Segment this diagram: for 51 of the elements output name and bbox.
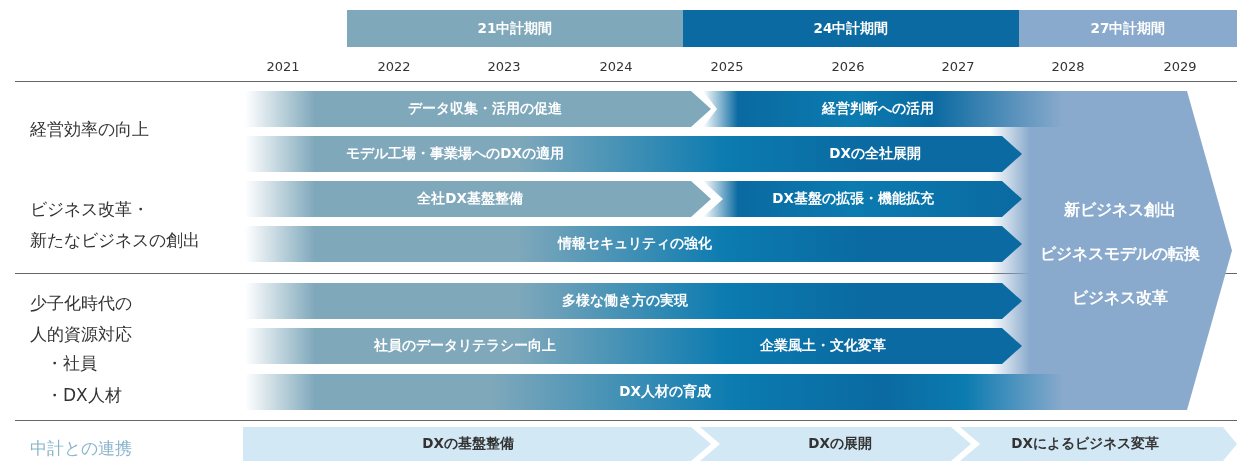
year-label: 2026: [831, 59, 865, 74]
phase-band: [700, 427, 971, 461]
year-label: 2021: [266, 59, 300, 74]
row-heading: 新たなビジネスの創出: [30, 229, 200, 252]
initiative-label: 経営判断への活用: [822, 100, 934, 118]
goal-label: ビジネス改革: [1072, 287, 1168, 309]
row-heading: 経営効率の向上: [30, 118, 149, 141]
goal-label: 新ビジネス創出: [1064, 199, 1176, 221]
period-band: [347, 10, 683, 47]
initiative-bar: [245, 91, 711, 127]
period-label: 27中計期間: [1090, 19, 1166, 38]
initiative-label: DX人材の育成: [619, 383, 711, 401]
period-band: [1019, 10, 1237, 47]
year-label: 2023: [487, 59, 521, 74]
initiative-bar: [703, 181, 1022, 217]
initiative-bar: [245, 374, 1063, 410]
initiative-label: 全社DX基盤整備: [417, 190, 523, 208]
initiative-bar: [245, 181, 711, 217]
row-heading: ・DX人材: [46, 384, 122, 407]
phase-band: [243, 427, 711, 461]
initiative-label: DX基盤の拡張・機能拡充: [772, 190, 934, 208]
phase-label: DXによるビジネス変革: [1011, 435, 1159, 453]
initiative-bar: [245, 328, 1022, 364]
initiative-label: モデル工場・事業場へのDXの適用: [346, 145, 564, 163]
phase-label: DXの展開: [808, 435, 872, 453]
initiative-label: データ収集・活用の促進: [408, 100, 562, 118]
phase-band: [960, 427, 1237, 461]
period-label: 24中計期間: [813, 19, 889, 38]
initiative-bar: [245, 283, 1022, 319]
initiative-label: 多様な働き方の実現: [562, 292, 688, 310]
phase-label: DXの基盤整備: [422, 435, 514, 453]
year-label: 2022: [377, 59, 411, 74]
year-label: 2028: [1051, 59, 1085, 74]
period-band: [683, 10, 1019, 47]
row-heading: ビジネス改革・: [30, 198, 149, 221]
initiative-label: 企業風土・文化変革: [760, 337, 886, 355]
period-label: 21中計期間: [477, 19, 553, 38]
initiative-label: DXの全社展開: [829, 145, 921, 163]
initiative-bar: [703, 91, 1063, 127]
row-heading: ・社員: [46, 352, 97, 375]
initiative-bar: [245, 136, 1022, 172]
goal-label: ビジネスモデルの転換: [1040, 243, 1200, 265]
year-label: 2027: [941, 59, 975, 74]
initiative-label: 情報セキュリティの強化: [558, 235, 712, 253]
year-label: 2024: [599, 59, 633, 74]
initiative-label: 社員のデータリテラシー向上: [374, 337, 556, 355]
row-heading: 中計との連携: [30, 437, 132, 460]
row-heading: 少子化時代の人的資源対応: [30, 292, 133, 346]
year-label: 2025: [710, 59, 744, 74]
year-label: 2029: [1163, 59, 1197, 74]
initiative-bar: [245, 226, 1022, 262]
